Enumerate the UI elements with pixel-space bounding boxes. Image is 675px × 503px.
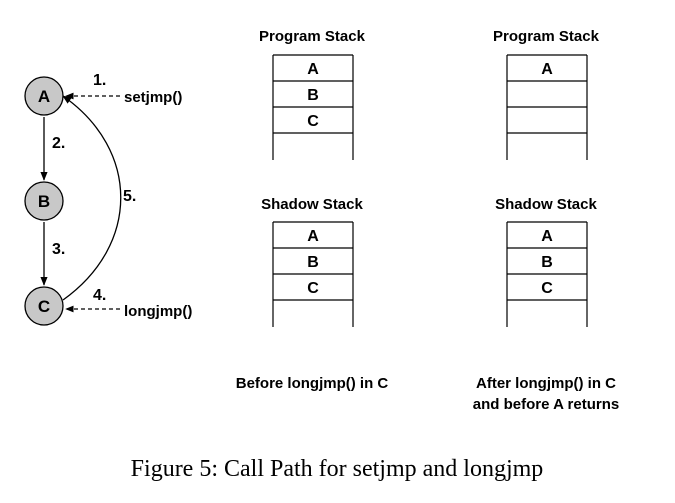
stack-cell: C bbox=[541, 280, 553, 297]
before-shadow-stack-title: Shadow Stack bbox=[261, 196, 363, 213]
before-caption: Before longjmp() in C bbox=[236, 375, 389, 392]
node-c: C bbox=[24, 286, 64, 326]
stack-cell: B bbox=[541, 254, 553, 271]
setjmp-label: setjmp() bbox=[124, 89, 182, 106]
before-program-stack: A B C bbox=[272, 54, 354, 160]
after-caption-line2: and before A returns bbox=[473, 396, 619, 413]
stack-cell: B bbox=[307, 87, 319, 104]
setjmp-step-label: 1. bbox=[93, 72, 106, 89]
stack-cell: B bbox=[307, 254, 319, 271]
stack-cell: A bbox=[307, 228, 319, 245]
after-caption: After longjmp() in C bbox=[476, 375, 616, 392]
after-shadow-stack: A B C bbox=[506, 221, 588, 327]
after-column: Program Stack A Shadow Stack A B C bbox=[473, 28, 619, 413]
call-graph: 2. 3. 5. 1. setjmp() 4. longjmp() A B C bbox=[24, 72, 192, 326]
stack-cell: A bbox=[307, 61, 319, 78]
edge-c-a-label: 5. bbox=[123, 188, 136, 205]
edge-a-b-label: 2. bbox=[52, 135, 65, 152]
node-c-label: C bbox=[38, 297, 50, 316]
stack-cell: A bbox=[541, 228, 553, 245]
stack-cell: A bbox=[541, 61, 553, 78]
edge-b-c-label: 3. bbox=[52, 241, 65, 258]
node-b: B bbox=[24, 181, 64, 221]
node-b-label: B bbox=[38, 192, 50, 211]
after-shadow-stack-title: Shadow Stack bbox=[495, 196, 597, 213]
after-program-stack-title: Program Stack bbox=[493, 28, 600, 45]
figure-caption: Figure 5: Call Path for setjmp and longj… bbox=[131, 456, 544, 482]
stack-cell: C bbox=[307, 113, 319, 130]
after-program-stack: A bbox=[506, 54, 588, 160]
before-column: Program Stack A B C Shadow Stack A B C bbox=[236, 28, 389, 392]
node-a-label: A bbox=[38, 87, 50, 106]
before-shadow-stack: A B C bbox=[272, 221, 354, 327]
longjmp-step-label: 4. bbox=[93, 287, 106, 304]
before-program-stack-title: Program Stack bbox=[259, 28, 366, 45]
node-a: A bbox=[24, 76, 64, 116]
stack-cell: C bbox=[307, 280, 319, 297]
longjmp-label: longjmp() bbox=[124, 303, 192, 320]
edge-c-a bbox=[62, 95, 122, 301]
